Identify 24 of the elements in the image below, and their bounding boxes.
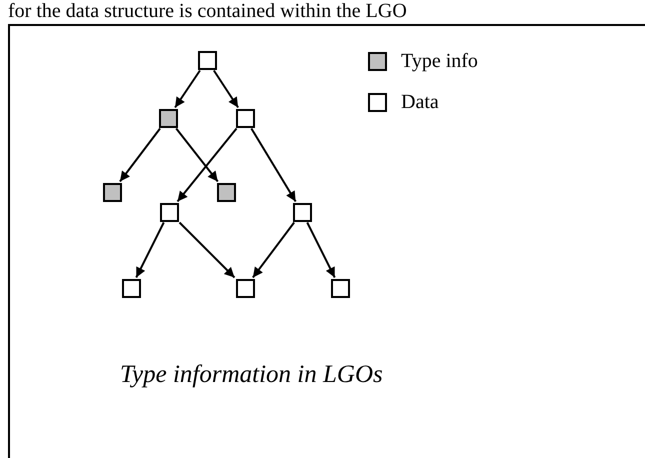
heading-text: for the data structure is contained within the LGO (8, 0, 407, 22)
arrow (135, 222, 165, 278)
square-node (236, 108, 254, 128)
arrow (174, 70, 201, 108)
arrow (250, 128, 296, 202)
square-node (292, 202, 312, 222)
square-node (236, 278, 254, 298)
caption: Type information in LGOs (120, 360, 383, 390)
arrow (178, 222, 236, 278)
square-node (198, 50, 216, 70)
legend-text: Data (401, 91, 439, 113)
arrow (252, 222, 295, 278)
square-node (158, 108, 178, 128)
square-node (330, 278, 350, 298)
arrow (213, 70, 239, 108)
arrow (119, 128, 161, 182)
arrow (176, 128, 238, 202)
arrow (175, 128, 219, 182)
square-node (122, 278, 140, 298)
square-node (102, 182, 122, 202)
legend-text: Type info (401, 50, 478, 72)
square-node (216, 182, 236, 202)
square-node (160, 202, 178, 222)
arrow (306, 222, 336, 278)
